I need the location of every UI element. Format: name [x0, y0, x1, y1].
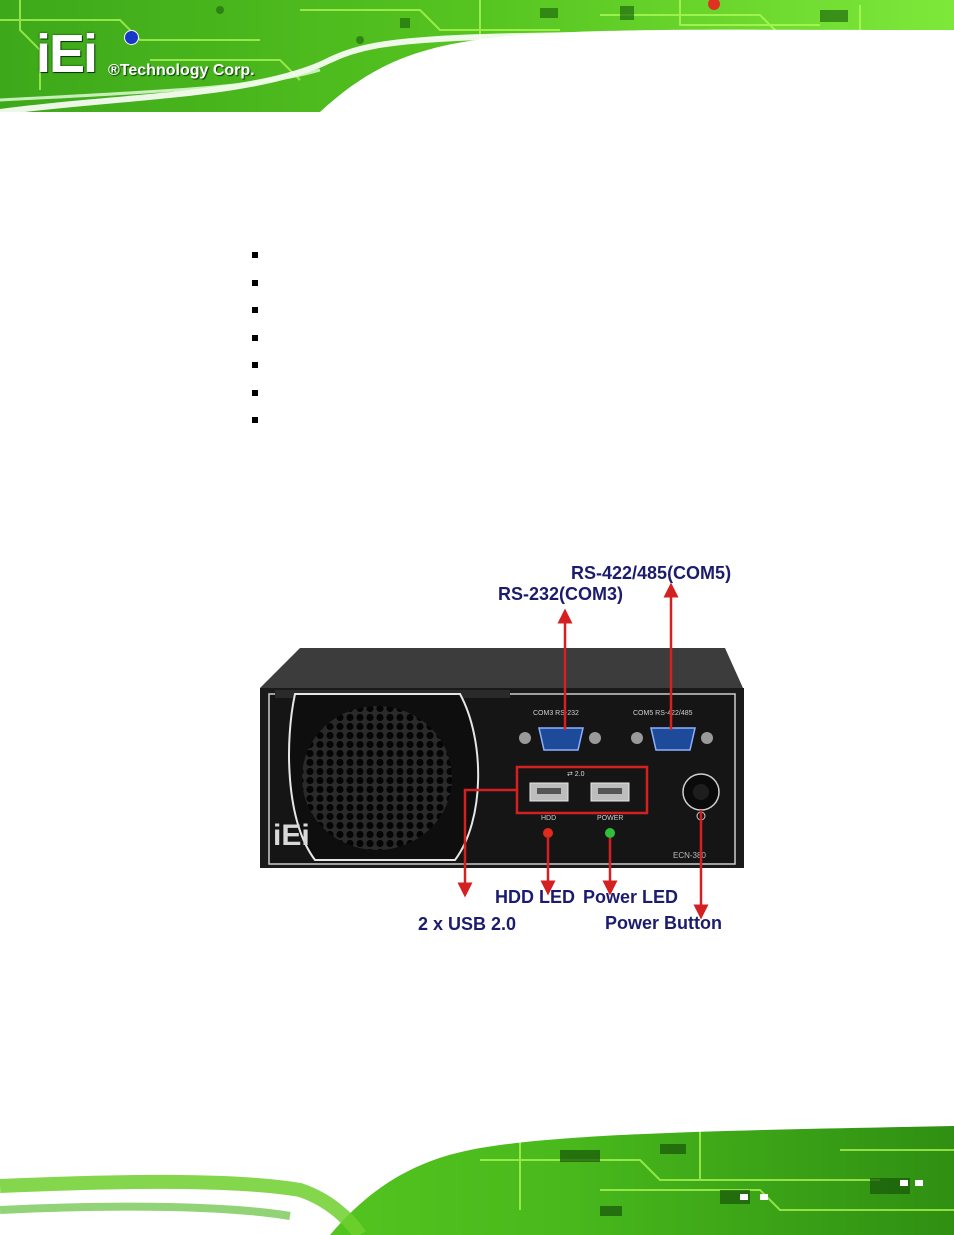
bullet-icon — [252, 389, 258, 396]
callout-usb: 2 x USB 2.0 — [418, 914, 517, 934]
front-panel-figure: iEi COM3 RS-232 COM5 RS-422/485 ⇄ 2.0 HD… — [255, 560, 755, 945]
svg-text:POWER: POWER — [597, 815, 623, 822]
hdd-led — [543, 828, 553, 838]
com5-port — [631, 727, 713, 751]
svg-text:⇄ 2.0: ⇄ 2.0 — [567, 771, 585, 778]
callout-hdd-led: HDD LED — [495, 887, 575, 907]
logo-mark: iEi — [36, 24, 98, 84]
circuit-board-banner — [0, 0, 954, 112]
company-logo: iEi ®Technology Corp. — [36, 24, 296, 84]
com3-port — [519, 727, 601, 751]
callout-rs232: RS-232(COM3) — [498, 584, 624, 604]
svg-text:COM3 RS-232: COM3 RS-232 — [533, 710, 579, 717]
callout-power-button: Power Button — [605, 913, 722, 933]
power-led — [605, 828, 615, 838]
feature-list — [252, 252, 258, 445]
page-footer — [0, 1120, 954, 1235]
arrow-usb — [457, 788, 517, 898]
logo-dot-icon — [124, 30, 139, 45]
svg-text:HDD: HDD — [541, 815, 556, 822]
callout-power-led: Power LED — [583, 887, 679, 907]
chassis-top — [260, 648, 743, 688]
bullet-icon — [252, 279, 258, 286]
panel-logo: iEi — [273, 819, 310, 852]
bullet-icon — [252, 362, 258, 368]
svg-text:COM5 RS-422/485: COM5 RS-422/485 — [633, 710, 693, 717]
brand-name: ®Technology Corp. — [108, 62, 255, 79]
bullet-icon — [252, 334, 258, 341]
circuit-board-footer — [0, 1120, 954, 1235]
page-header: iEi ®Technology Corp. — [0, 0, 954, 112]
callout-rs422: RS-422/485(COM5) — [571, 563, 732, 583]
bullet-icon — [252, 252, 258, 258]
fan-grille — [302, 706, 452, 850]
bullet-icon — [252, 307, 258, 313]
svg-text:ECN-380: ECN-380 — [673, 851, 706, 860]
device-illustration: iEi COM3 RS-232 COM5 RS-422/485 ⇄ 2.0 HD… — [260, 582, 744, 920]
bullet-icon — [252, 417, 258, 423]
